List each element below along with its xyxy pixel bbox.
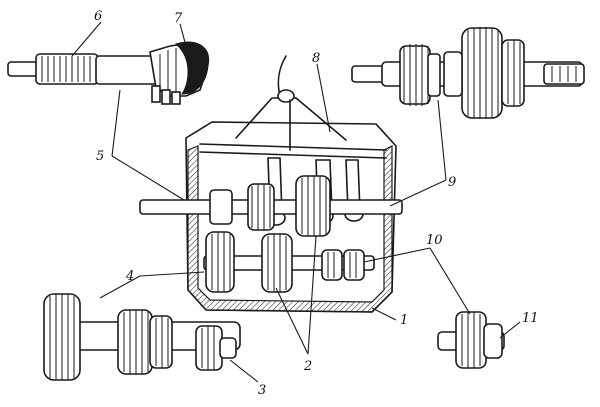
- shift-rod-upper: [199, 143, 387, 151]
- callout-1: 1: [400, 313, 408, 328]
- input-shaft-assembly: [7, 41, 210, 105]
- callout-5: 5: [96, 149, 104, 164]
- reverse-idler-assembly: [437, 311, 505, 369]
- secondary-gear-large: [443, 27, 525, 119]
- callout-labels: 6 7 8 5 9 10 4 1 11 2 3: [94, 9, 539, 398]
- main-shaft-gears: [209, 175, 331, 237]
- input-shaft-body: [95, 55, 159, 85]
- callout-6: 6: [94, 9, 102, 24]
- secondary-gear-small: [399, 44, 441, 106]
- shift-rod-lower: [199, 151, 387, 159]
- callout-3: 3: [258, 383, 266, 398]
- secondary-shaft-left-stub: [351, 65, 385, 83]
- callout-9: 9: [448, 175, 456, 190]
- gearbox-housing: [139, 55, 403, 313]
- countershaft-assembly: [43, 293, 241, 381]
- lower-gear-cluster: [117, 309, 173, 375]
- bushing-part-7: [174, 41, 210, 95]
- input-shaft-stub: [7, 61, 39, 77]
- lower-gear-small: [195, 325, 237, 371]
- callout-7: 7: [174, 11, 183, 26]
- input-gear-teeth: [151, 85, 181, 105]
- callout-4: 4: [125, 269, 134, 284]
- callout-2: 2: [303, 359, 312, 374]
- secondary-shaft-assembly: [351, 27, 585, 119]
- callout-10: 10: [426, 233, 443, 248]
- idler-gear: [455, 311, 487, 369]
- lifting-eye: [277, 89, 295, 103]
- callout-11: 11: [522, 311, 539, 326]
- lower-gear-large: [43, 293, 81, 381]
- input-shaft-splines: [35, 53, 99, 85]
- secondary-shaft-right-splines: [543, 63, 585, 85]
- leader-lines: [71, 21, 521, 383]
- spline-lines: [41, 56, 91, 82]
- callout-8: 8: [312, 51, 320, 66]
- countershaft-gears: [205, 231, 365, 293]
